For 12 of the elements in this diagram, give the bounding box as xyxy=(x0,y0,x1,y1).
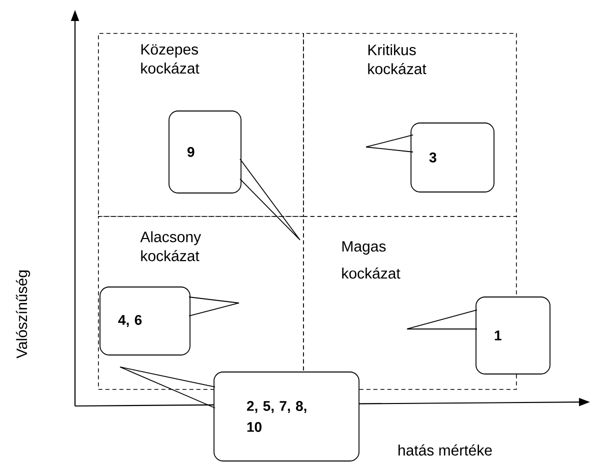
callout-pointer xyxy=(120,366,216,408)
speech-bubble: 4, 6 xyxy=(100,286,190,356)
axis-label: hatás mértéke xyxy=(398,444,492,456)
speech-bubble: 1 xyxy=(476,296,550,374)
callout-pointer xyxy=(188,296,240,316)
callout-pointer xyxy=(406,310,478,330)
axis-label: Valószínűség xyxy=(16,270,30,358)
speech-bubble: 2, 5, 7, 8, 10 xyxy=(214,372,360,462)
speech-bubble: 9 xyxy=(168,110,242,194)
callout-pointer xyxy=(240,158,300,240)
callout-pointer xyxy=(366,134,414,152)
speech-bubble: 3 xyxy=(410,122,494,192)
